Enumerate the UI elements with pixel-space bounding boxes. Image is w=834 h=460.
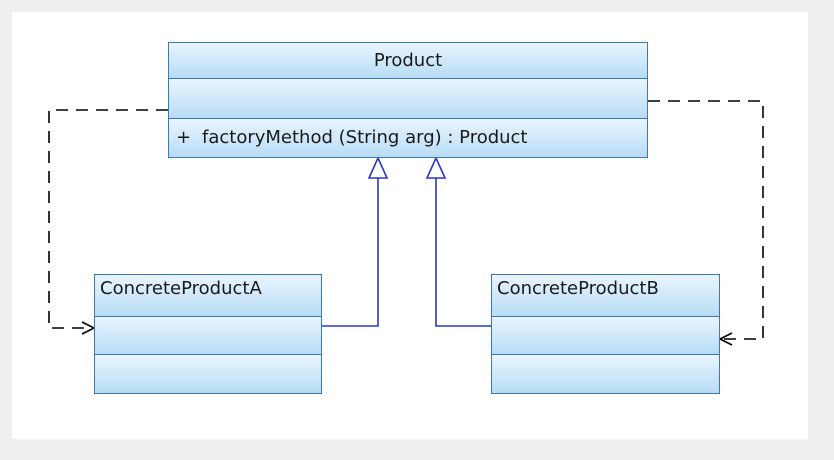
concrete-a-operations-compartment [95, 355, 321, 393]
visibility-public: + [176, 127, 192, 148]
class-concrete-product-a[interactable]: ConcreteProductA [94, 274, 322, 394]
concrete-b-operations-compartment [492, 355, 719, 393]
operation-factory-method[interactable]: + factoryMethod (String arg) : Product [176, 119, 528, 157]
generalization-line-a[interactable] [322, 178, 379, 327]
concrete-b-name-compartment: ConcreteProductB [492, 275, 719, 317]
concrete-a-attributes-compartment [95, 317, 321, 355]
generalization-triangle-a [367, 156, 389, 179]
connectors-layer [48, 100, 764, 346]
concrete-b-attributes-compartment [492, 317, 719, 355]
product-operations-compartment: + factoryMethod (String arg) : Product [169, 119, 647, 157]
product-name-compartment: Product [169, 43, 647, 79]
generalization-line-b[interactable] [435, 178, 491, 327]
operation-signature: factoryMethod (String arg) : Product [202, 127, 528, 148]
dependency-arrowhead-b [718, 332, 733, 346]
class-concrete-product-a-name: ConcreteProductA [100, 278, 262, 299]
class-concrete-product-b-name: ConcreteProductB [497, 278, 659, 299]
dependency-line-a[interactable] [48, 109, 168, 329]
product-attributes-compartment [169, 79, 647, 119]
uml-canvas: Product + factoryMethod (String arg) : Pr… [12, 12, 808, 439]
class-product[interactable]: Product + factoryMethod (String arg) : Pr… [168, 42, 648, 158]
class-product-name: Product [373, 50, 443, 71]
class-concrete-product-b[interactable]: ConcreteProductB [491, 274, 720, 394]
generalization-triangle-b [425, 156, 447, 179]
concrete-a-name-compartment: ConcreteProductA [95, 275, 321, 317]
